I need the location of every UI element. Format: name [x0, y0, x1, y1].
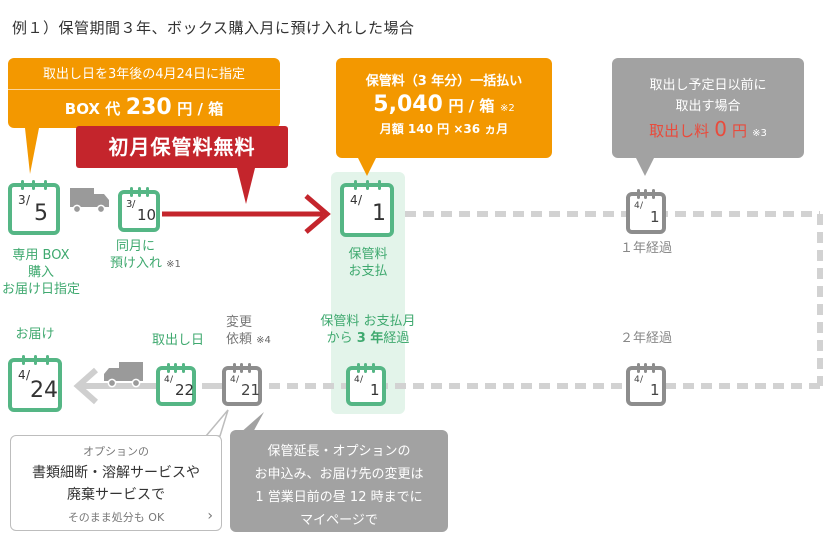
storage-fee-amount: 5,040 — [373, 92, 443, 117]
calendar-icon: 4 / 1 — [346, 363, 386, 406]
calendar-month: 4 — [634, 375, 640, 385]
early-retrieval-callout: 取出し予定日以前に 取出す場合 取出し料 0 円 ※3 — [612, 58, 804, 158]
label-three-years: 保管料 お支払月 から 3 年経過 — [298, 313, 438, 347]
label-deposit-note: ※1 — [166, 259, 181, 270]
calendar-month: 3 — [18, 193, 26, 207]
label-year1: １年経過 — [619, 241, 672, 256]
option-line1: オプションの — [83, 445, 149, 458]
calendar-day: 24 — [30, 378, 58, 403]
calendar-icon: 4 / 24 — [8, 355, 62, 412]
storage-fee-line1: 保管料（3 年分）一括払い — [365, 74, 523, 89]
early-retrieval-note: ※3 — [752, 128, 767, 139]
label-three-years-count: 3 年 — [356, 331, 384, 346]
option-service-box[interactable]: オプションの 書類細断・溶解サービスや 廃棄サービスで そのまま処分も OK › — [10, 435, 222, 531]
calendar-icon: 4 / 22 — [156, 363, 196, 406]
storage-fee-callout: 保管料（3 年分）一括払い 5,040 円 / 箱 ※2 月額 140 円 ×3… — [336, 58, 552, 158]
calendar-day: 1 — [372, 201, 386, 226]
label-change-line1: 変更 — [226, 315, 253, 330]
box-price-callout: 取出し日を3年後の4月24日に指定 BOX 代 230 円 / 箱 — [8, 58, 280, 128]
calendar-month: 4 — [350, 193, 358, 207]
calendar-day: 22 — [175, 381, 195, 399]
calendar-icon: 4 / 1 — [626, 363, 666, 406]
truck-icon — [70, 188, 109, 214]
calendar-icon: 4 / 1 — [340, 180, 394, 237]
label-purchase: 専用 BOX 購入 お届け日指定 — [0, 247, 82, 298]
storage-fee-suffix: 円 / 箱 — [448, 97, 495, 115]
early-retrieval-fee-unit: 円 — [732, 122, 748, 140]
label-year2: ２年経過 — [619, 331, 672, 346]
label-payment-line2: お支払 — [348, 264, 388, 279]
label-retrieve-date: 取出し日 — [151, 333, 204, 348]
label-deposit: 同月に 預け入れ ※1 — [100, 238, 210, 273]
calendar-month: 4 — [164, 375, 170, 385]
label-purchase-line3: お届け日指定 — [1, 282, 80, 297]
option-line4: そのまま処分も OK — [67, 511, 165, 524]
calendar-icon: 4 / 21 — [222, 363, 262, 406]
calendar-day: 1 — [370, 381, 380, 399]
calendar-icon: 4 / 1 — [626, 189, 666, 234]
option-line2: 書類細断・溶解サービスや — [32, 465, 200, 481]
label-change-request: 変更 依頼 ※4 — [218, 314, 292, 349]
page-title: 例１）保管期間３年、ボックス購入月に預け入れした場合 — [12, 19, 415, 37]
label-deposit-line2: 預け入れ — [110, 256, 163, 271]
calendar-day: 10 — [137, 206, 157, 224]
calendar-month: 3 — [126, 199, 133, 210]
box-price-amount: 230 — [125, 95, 172, 120]
early-retrieval-line1: 取出し予定日以前に — [649, 78, 767, 93]
option-line3: 廃棄サービスで — [67, 487, 165, 503]
label-deposit-line1: 同月に — [116, 239, 156, 254]
label-payment-line1: 保管料 — [348, 247, 388, 262]
chevron-right-icon[interactable]: › — [207, 508, 213, 524]
deadline-line2: お申込み、お届け先の変更は — [254, 467, 424, 482]
early-retrieval-line2: 取出す場合 — [675, 99, 741, 114]
deadline-line4: マイページで — [300, 513, 378, 528]
label-three-years-from: から — [326, 331, 353, 346]
calendar-day: 21 — [241, 381, 261, 399]
calendar-month: 4 — [634, 201, 640, 211]
calendar-icon: 3 / 10 — [118, 187, 160, 232]
label-purchase-line1: 専用 BOX — [12, 248, 70, 263]
early-retrieval-fee-amount: 0 — [714, 117, 727, 141]
box-price-line1: 取出し日を3年後の4月24日に指定 — [42, 67, 246, 82]
calendar-day: 1 — [650, 208, 660, 226]
free-month-label: 初月保管料無料 — [108, 135, 256, 159]
label-payment: 保管料 お支払 — [331, 246, 405, 280]
label-three-years-line1: 保管料 お支払月 — [320, 314, 416, 329]
deadline-info-box: 保管延長・オプションの お申込み、お届け先の変更は 1 営業日前の昼 12 時ま… — [230, 430, 448, 532]
label-change-line2: 依頼 — [226, 332, 253, 347]
label-purchase-line2: 購入 — [27, 265, 54, 280]
calendar-day: 1 — [650, 381, 660, 399]
early-retrieval-fee-label: 取出し料 — [649, 122, 710, 140]
label-change-note: ※4 — [256, 335, 271, 346]
storage-fee-note: ※2 — [499, 103, 515, 114]
deadline-line3: 1 営業日前の昼 12 時までに — [255, 490, 423, 505]
calendar-day: 5 — [34, 201, 48, 226]
calendar-month: 4 — [18, 368, 26, 382]
calendar-month: 4 — [230, 375, 236, 385]
label-deliver: お届け — [15, 327, 55, 342]
truck-icon — [104, 362, 143, 388]
label-three-years-elapsed: 経過 — [383, 331, 410, 346]
box-price-suffix: 円 / 箱 — [177, 100, 224, 118]
calendar-icon: 3 / 5 — [8, 180, 60, 235]
storage-fee-monthly: 月額 140 円 ×36 ヵ月 — [379, 122, 509, 136]
calendar-month: 4 — [354, 375, 360, 385]
free-month-banner: 初月保管料無料 — [76, 126, 288, 168]
box-price-prefix: BOX 代 — [64, 100, 121, 118]
deadline-line1: 保管延長・オプションの — [267, 444, 411, 459]
